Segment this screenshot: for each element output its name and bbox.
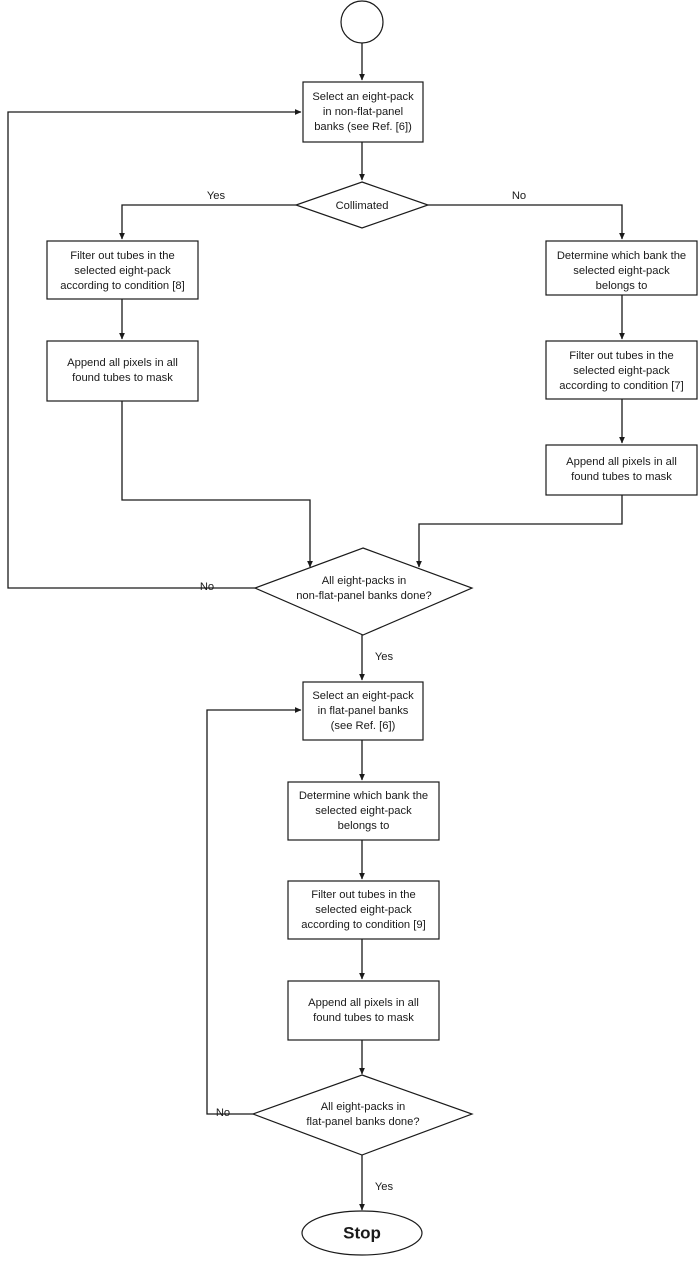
node-filter-condition-8-line2: selected eight-pack (74, 265, 171, 277)
node-determine-bank-right-line2: selected eight-pack (573, 265, 670, 277)
node-filter-condition-7[interactable] (545, 340, 698, 400)
edge-label-collimated-no: No (512, 190, 526, 202)
node-start[interactable] (340, 0, 384, 44)
node-append-pixels-flat-line1: Append all pixels in all (308, 997, 419, 1009)
edge-append-right-to-nonflat-done (416, 495, 623, 568)
node-determine-bank-right-line3: belongs to (596, 280, 648, 292)
node-decision-all-flat-done-line2: flat-panel banks done? (306, 1116, 419, 1128)
node-select-eight-pack-nonflat-line3: banks (see Ref. [6]) (314, 121, 412, 133)
edge-label-nonflat-done-yes: Yes (375, 651, 394, 663)
node-select-eight-pack-flat-line3: (see Ref. [6]) (331, 720, 396, 732)
node-select-eight-pack-nonflat-line2: in non-flat-panel (323, 106, 403, 118)
node-stop-label: Stop (343, 1223, 381, 1242)
node-filter-condition-7-line2: selected eight-pack (573, 365, 670, 377)
node-select-eight-pack-flat-line2: in flat-panel banks (318, 705, 409, 717)
node-append-pixels-left-line2: found tubes to mask (72, 372, 173, 384)
edge-append-left-to-nonflat-done (121, 401, 313, 568)
node-stop[interactable] (301, 1210, 423, 1256)
node-determine-bank-flat-line2: selected eight-pack (315, 805, 412, 817)
node-determine-bank-right[interactable] (545, 240, 698, 296)
edge-label-flat-done-yes: Yes (375, 1181, 394, 1193)
edge-collimated-yes (119, 204, 296, 240)
node-filter-condition-9-line1: Filter out tubes in the (311, 889, 415, 901)
node-append-pixels-right[interactable] (545, 444, 698, 496)
node-decision-all-nonflat-done-line1: All eight-packs in (322, 575, 407, 587)
node-filter-condition-9-line3: according to condition [9] (301, 919, 425, 931)
node-filter-condition-7-line3: according to condition [7] (559, 380, 683, 392)
node-decision-all-nonflat-done[interactable] (253, 547, 474, 636)
node-select-eight-pack-flat[interactable] (302, 681, 424, 741)
edge-flat-done-no-loop (206, 707, 302, 1115)
node-append-pixels-right-line2: found tubes to mask (571, 471, 672, 483)
node-filter-condition-9[interactable] (287, 880, 440, 940)
edge-label-nonflat-done-no: No (200, 581, 214, 593)
node-decision-collimated[interactable] (294, 181, 430, 229)
node-append-pixels-left[interactable] (46, 340, 199, 402)
node-append-pixels-flat[interactable] (287, 980, 440, 1041)
node-append-pixels-flat-line2: found tubes to mask (313, 1012, 414, 1024)
node-decision-all-flat-done-line1: All eight-packs in (321, 1101, 406, 1113)
edge-label-collimated-yes: Yes (207, 190, 226, 202)
node-filter-condition-8-line3: according to condition [8] (60, 280, 184, 292)
node-select-eight-pack-nonflat-line1: Select an eight-pack (312, 91, 414, 103)
node-filter-condition-9-line2: selected eight-pack (315, 904, 412, 916)
node-determine-bank-flat[interactable] (287, 781, 440, 841)
node-determine-bank-flat-line3: belongs to (338, 820, 390, 832)
node-decision-all-nonflat-done-line2: non-flat-panel banks done? (296, 590, 432, 602)
edge-label-flat-done-no: No (216, 1107, 230, 1119)
node-filter-condition-8[interactable] (46, 240, 199, 300)
node-append-pixels-right-line1: Append all pixels in all (566, 456, 677, 468)
node-append-pixels-left-line1: Append all pixels in all (67, 357, 178, 369)
node-determine-bank-right-line1: Determine which bank the (557, 250, 686, 262)
edge-nonflat-done-no-loop (7, 109, 302, 589)
edge-collimated-no (428, 204, 625, 240)
node-determine-bank-flat-line1: Determine which bank the (299, 790, 428, 802)
node-filter-condition-8-line1: Filter out tubes in the (70, 250, 174, 262)
node-decision-all-flat-done[interactable] (251, 1074, 474, 1156)
node-filter-condition-7-line1: Filter out tubes in the (569, 350, 673, 362)
node-decision-collimated-label: Collimated (336, 200, 389, 212)
node-select-eight-pack-flat-line1: Select an eight-pack (312, 690, 414, 702)
node-select-eight-pack-nonflat[interactable] (302, 81, 424, 143)
